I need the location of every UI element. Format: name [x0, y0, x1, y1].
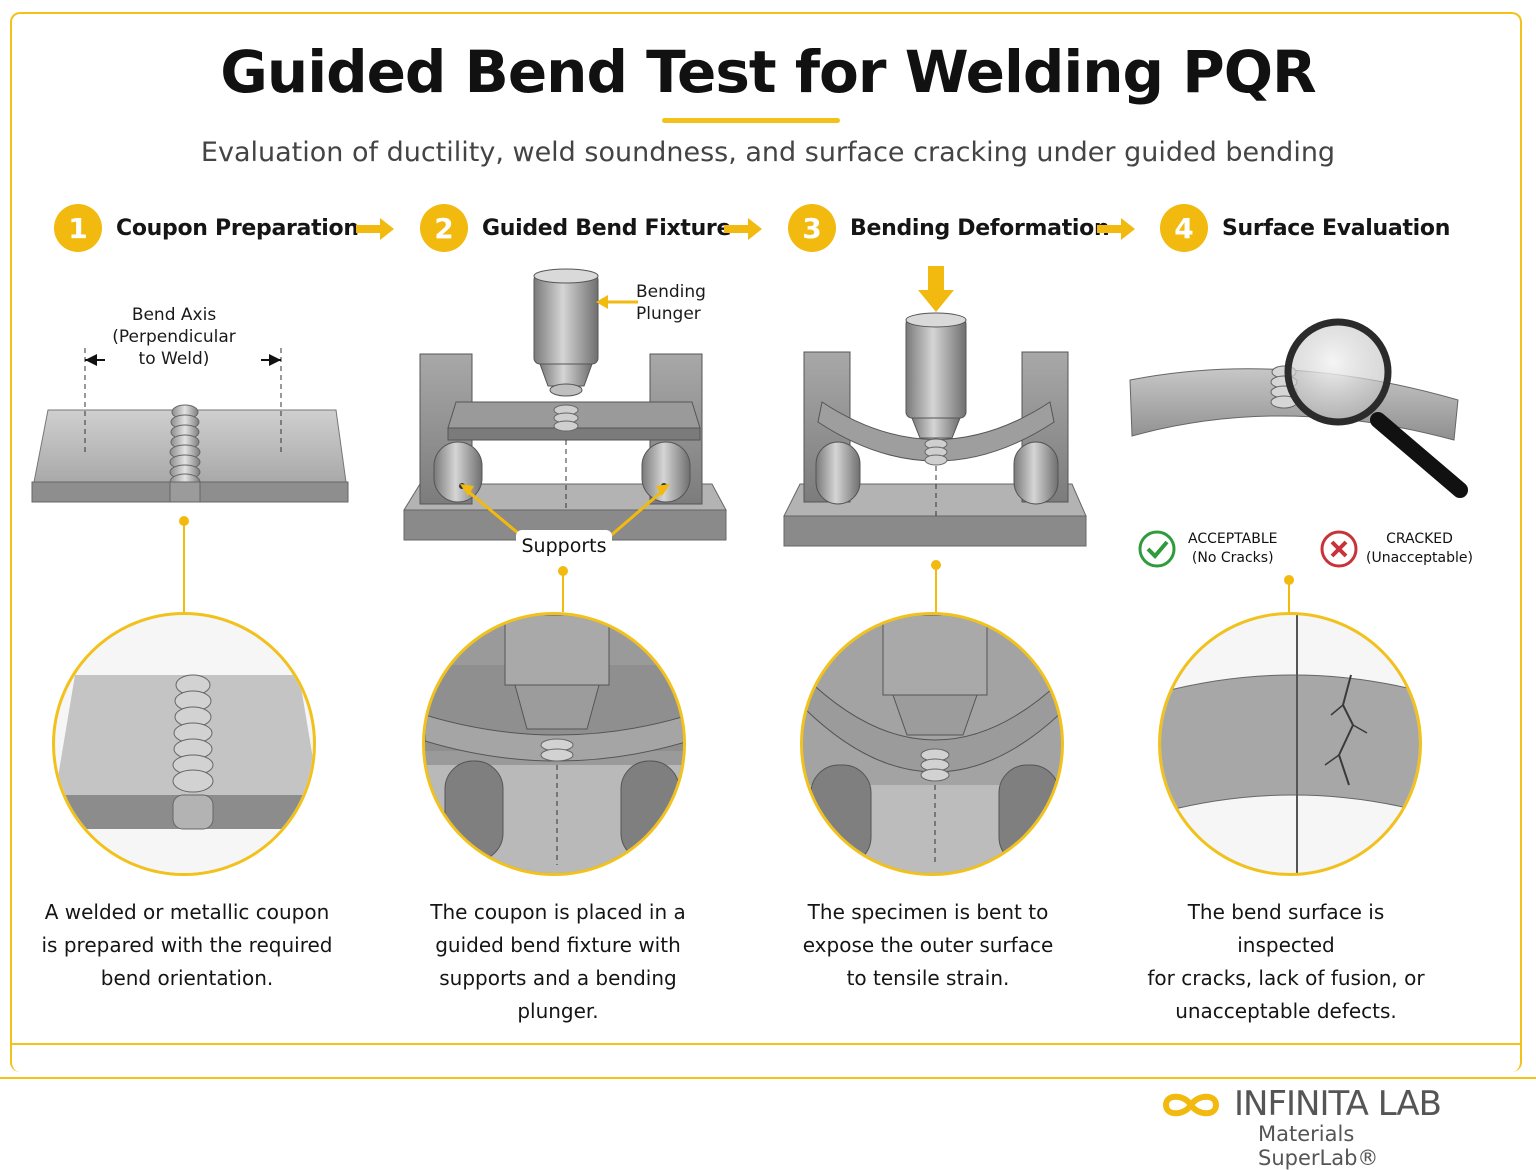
infinity-icon [1162, 1093, 1220, 1117]
arrow-right-icon [724, 218, 762, 240]
description-line: The bend surface is inspected [1187, 900, 1385, 957]
step-3-header: 3 Bending Deformation [788, 203, 1110, 253]
step-number: 4 [1160, 204, 1208, 252]
detail-fixture [422, 612, 686, 876]
step-4-description: The bend surface is inspected for cracks… [1136, 896, 1436, 1028]
step-2-description: The coupon is placed in a guided bend fi… [406, 896, 710, 1028]
stem-line [1288, 583, 1290, 612]
step-label: Bending Deformation [850, 215, 1110, 241]
step-number: 1 [54, 204, 102, 252]
bend-axis-line: Bend Axis [131, 305, 217, 325]
step-1-description: A welded or metallic coupon is prepared … [37, 896, 337, 995]
plunger-label-line: Bending [636, 282, 706, 302]
acceptable-text: ACCEPTABLE (No Cracks) [1188, 530, 1277, 568]
detail-evaluation [1158, 612, 1422, 876]
description-line: The specimen is bent to [807, 900, 1049, 924]
coupon-closeup [55, 615, 313, 873]
evaluation-illustration [1129, 318, 1468, 498]
brand-tagline: Materials SuperLab® [1258, 1122, 1379, 1170]
step-4-header: 4 Surface Evaluation [1160, 203, 1450, 253]
step-number: 2 [420, 204, 468, 252]
description-line: supports and a bending plunger. [439, 966, 677, 1023]
description-line: expose the outer surface [802, 933, 1054, 957]
bend-axis-label: Bend Axis (Perpendicular to Weld) [108, 304, 240, 370]
stem-line [183, 524, 185, 612]
supports-label: Supports [516, 530, 612, 562]
step-label: Coupon Preparation [116, 215, 359, 241]
description-line: A welded or metallic coupon [44, 900, 330, 924]
description-line: The coupon is placed in a [430, 900, 686, 924]
step-label: Guided Bend Fixture [482, 215, 732, 241]
step-1-header: 1 Coupon Preparation [54, 203, 359, 253]
fixture-closeup [425, 615, 683, 873]
cross-icon [1320, 530, 1358, 568]
checkmark-icon [1138, 530, 1176, 568]
step-2-header: 2 Guided Bend Fixture [420, 203, 731, 253]
brand-logo: INFINITA LAB Materials SuperLab® [1160, 1084, 1480, 1170]
detail-coupon [52, 612, 316, 876]
verdict-acceptable: ACCEPTABLE (No Cracks) [1138, 530, 1277, 568]
verdict-cracked: CRACKED (Unacceptable) [1320, 530, 1473, 568]
description-line: bend orientation. [100, 966, 274, 990]
description-line: is prepared with the required [41, 933, 333, 957]
bending-closeup [803, 615, 1061, 873]
description-line: for cracks, lack of fusion, or [1147, 966, 1425, 990]
brand-name: INFINITA LAB [1234, 1084, 1442, 1124]
evaluation-closeup [1161, 615, 1419, 873]
arrow-right-icon [1097, 218, 1135, 240]
step-number: 3 [788, 204, 836, 252]
description-line: unacceptable defects. [1175, 999, 1397, 1023]
cracked-text: CRACKED (Unacceptable) [1366, 530, 1473, 568]
stem-dot [558, 566, 568, 576]
verdict-line: (Unacceptable) [1366, 550, 1473, 566]
description-line: guided bend fixture with [435, 933, 681, 957]
title-underline [662, 118, 840, 123]
bend-axis-line: (Perpendicular [112, 327, 236, 347]
stem-dot [1284, 575, 1294, 585]
frame-divider [10, 1043, 1522, 1045]
arrow-right-icon [356, 218, 394, 240]
frame-border [10, 12, 1522, 1072]
plunger-label: Bending Plunger [636, 281, 714, 325]
plunger-label-line: Plunger [636, 304, 701, 324]
footer-divider [0, 1077, 1536, 1079]
fixture-illustration [403, 268, 727, 541]
step-label: Surface Evaluation [1222, 215, 1451, 241]
verdict-line: CRACKED [1386, 531, 1453, 547]
stem-dot [931, 560, 941, 570]
bending-illustration [783, 266, 1087, 547]
step-3-description: The specimen is bent to expose the outer… [778, 896, 1078, 995]
stem-dot [179, 516, 189, 526]
bend-axis-line: to Weld) [108, 348, 240, 370]
verdict-line: (No Cracks) [1191, 550, 1274, 566]
description-line: to tensile strain. [846, 966, 1010, 990]
verdict-line: ACCEPTABLE [1188, 531, 1278, 547]
stem-line [935, 568, 937, 612]
detail-bending [800, 612, 1064, 876]
stem-line [562, 574, 564, 612]
coupon-illustration [31, 348, 349, 503]
page-title: Guided Bend Test for Welding PQR [220, 38, 1316, 106]
page-subtitle: Evaluation of ductility, weld soundness,… [200, 137, 1336, 168]
